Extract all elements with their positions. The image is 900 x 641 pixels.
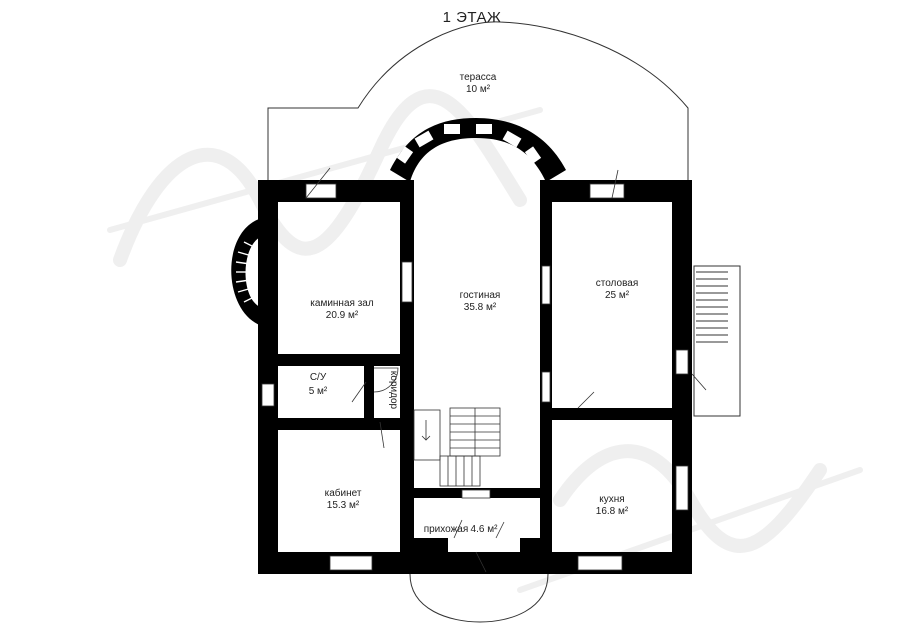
office-name: кабинет (325, 487, 362, 499)
living-room-area: 35.8 м² (464, 302, 497, 313)
hallway-name: прихожая (424, 524, 469, 535)
porch-outline (409, 573, 549, 623)
fireplace-hall-name: каминная зал (310, 298, 374, 309)
living-room-name: гостиная (460, 290, 501, 301)
left-bay (231, 218, 262, 326)
dining-room-area: 25 м² (605, 290, 630, 301)
windows (261, 183, 689, 571)
doors (305, 167, 707, 573)
corridor-name: коридор (388, 371, 399, 410)
watermark (107, 89, 863, 593)
plan-title: 1 ЭТАЖ (443, 9, 502, 26)
terrace-name: терасса (460, 72, 497, 83)
dining-room-name: столовая (596, 278, 639, 289)
kitchen-name: кухня (599, 494, 624, 505)
side-stair (693, 265, 741, 417)
fireplace-hall-area: 20.9 м² (326, 310, 359, 321)
bathroom-name: С/У (310, 372, 327, 383)
top-bay (390, 118, 566, 182)
main-stair (413, 407, 501, 487)
terrace-outline (267, 21, 689, 182)
bathroom-area: 5 м² (309, 386, 328, 397)
kitchen-area: 16.8 м² (596, 506, 629, 517)
office-area: 15.3 м² (327, 500, 360, 511)
hallway-area: 4.6 м² (471, 524, 499, 535)
terrace-area: 10 м² (466, 84, 491, 95)
